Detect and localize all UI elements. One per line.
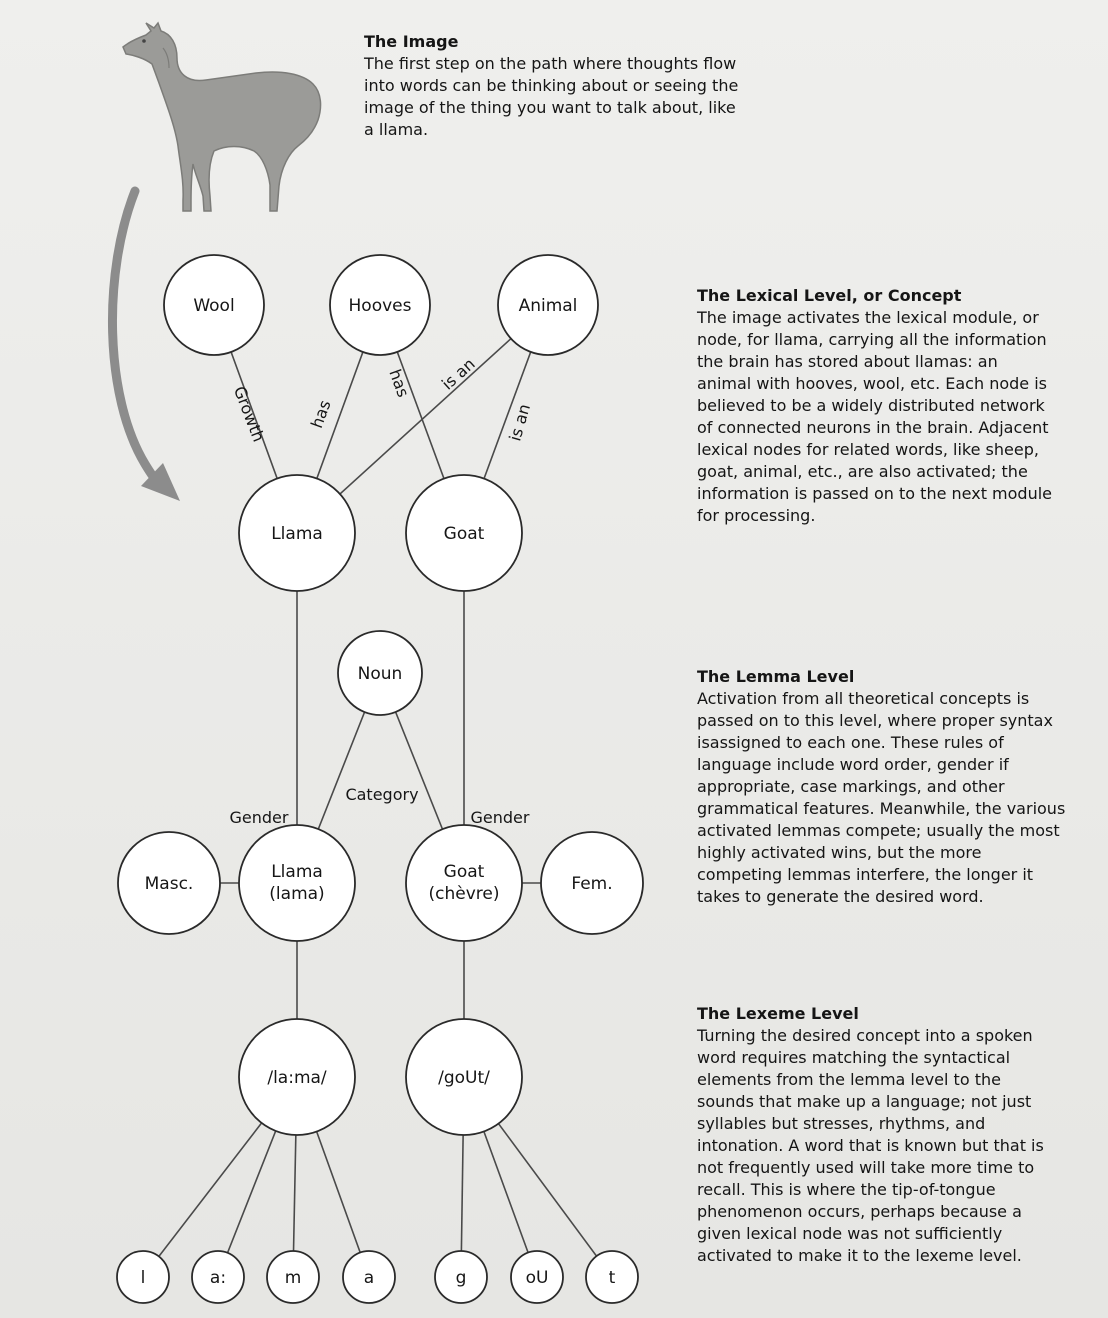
lexical-section-body: The image activates the lexical module, … (697, 308, 1053, 525)
node-phoneme-m: m (266, 1250, 320, 1304)
node-phoneme-t-label: t (609, 1268, 616, 1288)
edge-label-has-llama: has (307, 398, 335, 431)
lexical-section-title: The Lexical Level, or Concept (697, 286, 962, 305)
node-phoneme-ou-label: oU (526, 1268, 549, 1288)
node-phoneme-g: g (434, 1250, 488, 1304)
node-wool: Wool (163, 254, 265, 356)
image-section: The Image The first step on the path whe… (364, 31, 746, 141)
node-noun: Noun (337, 630, 423, 716)
node-phoneme-a-long: a: (191, 1250, 245, 1304)
node-animal-label: Animal (519, 296, 578, 316)
node-noun-label: Noun (358, 664, 403, 684)
node-llama-lexeme: /la:ma/ (238, 1018, 356, 1136)
node-goat-lemma-line-2: (chèvre) (429, 884, 500, 904)
node-goat: Goat (405, 474, 523, 592)
edge-label-has-goat: has (385, 367, 413, 400)
node-phoneme-l: l (116, 1250, 170, 1304)
node-phoneme-m-label: m (285, 1268, 302, 1288)
node-phoneme-g-label: g (456, 1268, 467, 1288)
node-goat-lexeme: /goUt/ (405, 1018, 523, 1136)
node-phoneme-ou: oU (510, 1250, 564, 1304)
node-phoneme-a-label: a (364, 1268, 374, 1288)
edge-label-growth: Growth (230, 384, 268, 445)
image-section-body: The first step on the path where thought… (364, 54, 739, 139)
node-llama-lexeme-label: /la:ma/ (267, 1068, 327, 1088)
lemma-section-body: Activation from all theoretical concepts… (697, 689, 1066, 906)
node-phoneme-l-label: l (141, 1268, 146, 1288)
image-section-title: The Image (364, 32, 459, 51)
edge-label-category: Category (345, 785, 418, 804)
node-phoneme-a-long-label: a: (210, 1268, 226, 1288)
node-llama-label: Llama (271, 524, 323, 544)
edge-label-gender-goat: Gender (471, 808, 530, 827)
node-goat-label: Goat (444, 524, 485, 544)
lexical-section: The Lexical Level, or Concept The image … (697, 285, 1057, 527)
node-phoneme-a: a (342, 1250, 396, 1304)
node-goat-lemma: Goat (chèvre) (405, 824, 523, 942)
node-fem: Fem. (540, 831, 644, 935)
node-llama-lemma-line-2: (lama) (269, 884, 324, 904)
node-phoneme-t: t (585, 1250, 639, 1304)
node-goat-lemma-line-1: Goat (444, 862, 485, 882)
node-goat-lexeme-label: /goUt/ (438, 1068, 490, 1088)
node-animal: Animal (497, 254, 599, 356)
arrowhead-icon (141, 463, 180, 501)
lexeme-section-body: Turning the desired concept into a spoke… (697, 1026, 1044, 1265)
node-llama-lemma-line-1: Llama (271, 862, 323, 882)
node-wool-label: Wool (193, 296, 234, 316)
node-hooves: Hooves (329, 254, 431, 356)
node-masc: Masc. (117, 831, 221, 935)
llama-illustration (122, 21, 322, 212)
node-masc-label: Masc. (145, 874, 194, 894)
node-hooves-label: Hooves (349, 296, 412, 316)
node-llama-lemma: Llama (lama) (238, 824, 356, 942)
node-llama: Llama (238, 474, 356, 592)
node-fem-label: Fem. (571, 874, 612, 894)
curved-arrow-icon (108, 186, 165, 490)
lemma-section: The Lemma Level Activation from all theo… (697, 666, 1069, 908)
lemma-section-title: The Lemma Level (697, 667, 855, 686)
edge-label-gender-llama: Gender (230, 808, 289, 827)
lexeme-section-title: The Lexeme Level (697, 1004, 859, 1023)
lexeme-section: The Lexeme Level Turning the desired con… (697, 1003, 1051, 1267)
